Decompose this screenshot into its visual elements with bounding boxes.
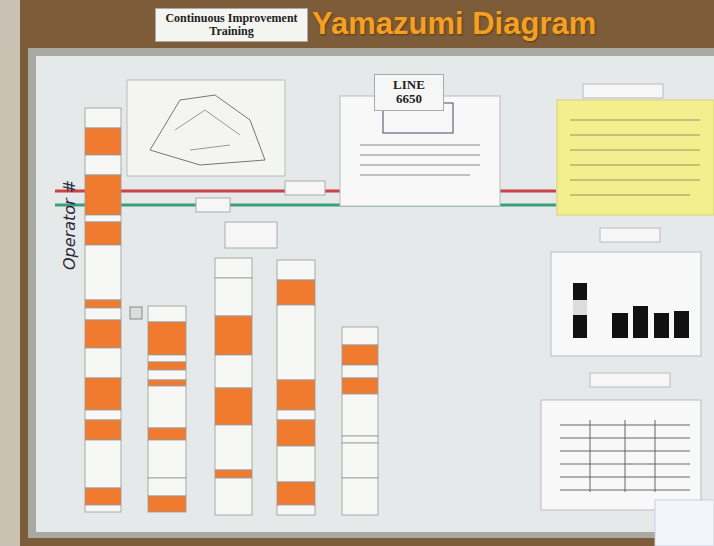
work-element-block [85,440,121,488]
table-header-tag [590,373,670,387]
work-element-block [85,128,121,155]
whiteboard [36,56,714,532]
operator-stack [215,258,252,515]
note-header-tag [583,84,663,98]
work-element-block [277,482,315,505]
handwritten-label: Operator # [60,180,79,270]
work-element-block [215,355,252,388]
work-element-block [148,478,186,496]
work-element-block [85,348,121,378]
work-element-block [215,425,252,470]
work-element-block [277,260,315,280]
work-element-block [85,108,121,128]
node-text: Continuous Improvement Training [160,12,303,38]
work-element-block [148,322,186,355]
line-tag [196,198,230,212]
work-element-block [215,470,252,478]
work-element-block [85,488,121,505]
work-element-block [148,362,186,370]
operator-stack [148,306,186,512]
work-element-block [342,378,378,394]
work-element-block [85,175,121,215]
work-element-block [342,345,378,365]
operator-stack [85,108,121,512]
board-rim [28,48,714,538]
station-tag [225,222,277,248]
work-element-block [277,305,315,380]
work-element-block [215,388,252,425]
work-element-block [85,245,121,300]
work-element-block [148,386,186,428]
work-element-block [148,428,186,440]
yellow-note [557,100,714,215]
work-element-block [342,478,378,515]
part-drawing [127,80,285,176]
work-element-block [215,316,252,355]
data-table-sheet [541,400,701,510]
yellow-note-lines [570,120,700,195]
bar-chart-bars [573,283,689,338]
training-label: Continuous Improvement Training [155,8,308,42]
work-element-block [342,394,378,436]
bar-gap [573,300,587,315]
work-element-block [85,505,121,512]
work-element-block [277,380,315,410]
work-element-block [148,355,186,362]
work-element-block [277,420,315,446]
wall [0,0,20,546]
work-element-block [215,258,252,278]
yamazumi-stacks [85,108,378,515]
operator-stack [342,327,378,515]
work-element-block [148,440,186,478]
work-element-block [85,308,121,320]
work-element-block [85,300,121,308]
work-element-block [342,365,378,378]
corner-card [655,500,714,546]
work-element-block [148,496,186,512]
work-element-block [215,278,252,316]
operator-stack [277,260,315,515]
line-document [340,96,500,206]
diagram-title: Yamazumi Diagram [312,6,596,42]
work-element-block [85,378,121,410]
bar-chart-sheet [551,252,701,356]
work-element-block [215,478,252,515]
work-element-block [85,410,121,420]
work-element-block [148,306,186,322]
line-tag [285,181,325,195]
engine-sketch [150,95,265,165]
work-element-block [277,446,315,482]
work-element-block [148,380,186,386]
work-element-block [85,420,121,440]
magnet [130,307,142,319]
document-lines [360,145,480,175]
work-element-block [277,505,315,515]
node-text: LINE 6650 [379,78,439,107]
engine-sketch-detail [175,110,240,150]
work-element-block [277,280,315,305]
work-element-block [85,155,121,175]
work-element-block [342,443,378,478]
line-label: LINE 6650 [374,74,444,111]
chart-header-tag [600,228,660,242]
work-element-block [277,410,315,420]
work-element-block [342,327,378,345]
work-element-block [148,370,186,380]
work-element-block [342,436,378,443]
work-element-block [85,222,121,245]
work-element-block [85,320,121,348]
work-element-block [85,215,121,222]
data-table-grid [560,420,690,492]
